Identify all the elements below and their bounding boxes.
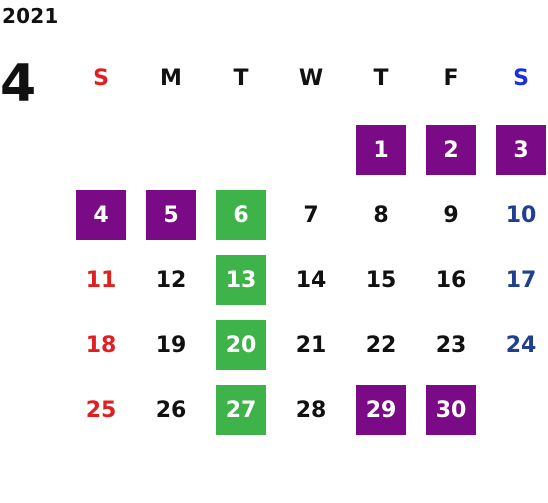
day-cell: 22 — [365, 332, 397, 358]
day-cell: 7 — [303, 202, 319, 228]
day-cell: 21 — [295, 332, 327, 358]
day-cell: 23 — [435, 332, 467, 358]
day-cell: 5 — [146, 190, 196, 240]
weekday-thu: T — [373, 66, 389, 91]
day-cell: 1 — [356, 125, 406, 175]
day-cell: 8 — [373, 202, 389, 228]
day-cell: 28 — [295, 397, 327, 423]
day-cell: 15 — [365, 267, 397, 293]
day-cell: 11 — [85, 267, 117, 293]
day-cell: 30 — [426, 385, 476, 435]
day-cell: 17 — [505, 267, 537, 293]
weekday-mon: M — [160, 66, 182, 91]
day-cell: 12 — [155, 267, 187, 293]
day-cell: 14 — [295, 267, 327, 293]
weekday-sun: S — [93, 66, 109, 91]
day-cell: 27 — [216, 385, 266, 435]
day-cell: 10 — [505, 202, 537, 228]
day-cell: 13 — [216, 255, 266, 305]
day-cell: 2 — [426, 125, 476, 175]
day-cell: 3 — [496, 125, 546, 175]
month-number: 4 — [0, 54, 37, 114]
weekday-fri: F — [443, 66, 459, 91]
day-cell: 25 — [85, 397, 117, 423]
year-label: 2021 — [2, 4, 59, 28]
day-cell: 18 — [85, 332, 117, 358]
day-cell: 4 — [76, 190, 126, 240]
day-cell: 20 — [216, 320, 266, 370]
weekday-sat: S — [513, 66, 529, 91]
day-cell: 16 — [435, 267, 467, 293]
day-cell: 24 — [505, 332, 537, 358]
weekday-tue: T — [233, 66, 249, 91]
weekday-wed: W — [298, 66, 324, 91]
day-cell: 29 — [356, 385, 406, 435]
day-cell: 6 — [216, 190, 266, 240]
day-cell: 19 — [155, 332, 187, 358]
day-cell: 9 — [443, 202, 459, 228]
day-cell: 26 — [155, 397, 187, 423]
